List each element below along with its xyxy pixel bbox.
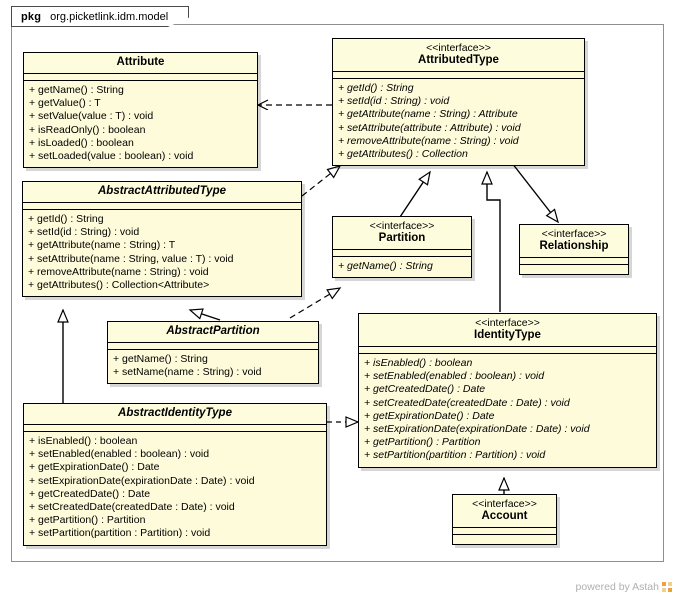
operation: + setName(name : String) : void — [113, 366, 262, 379]
operation: + setPartition(partition : Partition) : … — [29, 527, 211, 540]
package-name: org.picketlink.idm.model — [50, 10, 169, 23]
operation: + getExpirationDate() : Date — [364, 409, 495, 422]
operations-compartment — [453, 535, 556, 544]
operation: + getAttributes() : Collection<Attribute… — [28, 279, 210, 292]
operation: + setLoaded(value : boolean) : void — [29, 150, 194, 163]
class-header: Attribute — [24, 53, 257, 74]
class-box-abstractidentitytype[interactable]: AbstractIdentityType + isEnabled() : boo… — [23, 403, 327, 546]
operation: + setId(id : String) : void — [28, 226, 140, 239]
operation: + isEnabled() : boolean — [29, 435, 138, 447]
operation: + setId(id : String) : void — [338, 95, 450, 108]
operations-compartment: + getName() : String + setName(name : St… — [108, 350, 318, 384]
class-name: Attribute — [116, 56, 165, 68]
class-stereotype: <<interface>> — [369, 220, 435, 232]
operation: + getAttributes() : Collection — [338, 148, 468, 161]
class-header: <<interface>> Partition — [333, 217, 471, 250]
class-name: AbstractIdentityType — [118, 407, 232, 419]
class-header: <<interface>> Account — [453, 495, 556, 528]
class-stereotype: <<interface>> — [426, 42, 491, 54]
attributes-compartment — [333, 72, 584, 79]
class-name: IdentityType — [474, 329, 541, 341]
operation: + setEnabled(enabled : boolean) : void — [364, 370, 545, 383]
class-box-attribute[interactable]: Attribute + getName() : String + getValu… — [23, 52, 258, 169]
class-name: AttributedType — [418, 54, 499, 66]
operation: + setValue(value : T) : void — [29, 110, 154, 123]
operation: + getName() : String — [338, 260, 433, 272]
operation: + getName() : String — [113, 353, 208, 365]
operation: + setExpirationDate(expirationDate : Dat… — [364, 423, 590, 436]
class-box-abstractattributedtype[interactable]: AbstractAttributedType + getId() : Strin… — [22, 181, 302, 298]
class-header: AbstractPartition — [108, 322, 318, 343]
watermark: powered by Astah — [576, 581, 672, 593]
attributes-compartment — [359, 347, 656, 354]
astah-logo-icon — [662, 582, 672, 592]
attributes-compartment — [333, 250, 471, 257]
operation: + setAttribute(attribute : Attribute) : … — [338, 121, 521, 134]
class-header: <<interface>> IdentityType — [359, 314, 656, 347]
operation: + getAttribute(name : String) : Attribut… — [338, 108, 518, 121]
class-box-abstractpartition[interactable]: AbstractPartition + getName() : String +… — [107, 321, 319, 385]
operation: + getExpirationDate() : Date — [29, 461, 160, 474]
attributes-compartment — [23, 203, 301, 210]
class-name: Relationship — [539, 240, 609, 252]
class-name: AbstractAttributedType — [98, 185, 226, 197]
class-stereotype: <<interface>> — [475, 317, 540, 329]
class-box-attributedtype[interactable]: <<interface>> AttributedType + getId() :… — [332, 38, 585, 167]
operation: + getValue() : T — [29, 97, 101, 110]
operations-compartment: + getId() : String + setId(id : String) … — [333, 79, 584, 166]
operation: + isEnabled() : boolean — [364, 357, 473, 369]
operations-compartment: + getName() : String — [333, 257, 471, 278]
operation: + setCreatedDate(createdDate : Date) : v… — [364, 396, 570, 409]
package-tab: pkg org.picketlink.idm.model — [11, 6, 190, 27]
operation: + getCreatedDate() : Date — [29, 487, 151, 500]
watermark-text: powered by Astah — [575, 581, 659, 593]
operation: + getAttribute(name : String) : T — [28, 239, 176, 252]
attributes-compartment — [453, 528, 556, 535]
class-name: AbstractPartition — [166, 325, 260, 337]
class-name: Partition — [378, 232, 426, 244]
operation: + getName() : String — [29, 84, 124, 96]
class-header: <<interface>> AttributedType — [333, 39, 584, 72]
attributes-compartment — [24, 74, 257, 81]
operations-compartment — [520, 265, 628, 274]
operation: + removeAttribute(name : String) : void — [28, 265, 209, 278]
attributes-compartment — [520, 258, 628, 265]
operation: + removeAttribute(name : String) : void — [338, 134, 519, 147]
operations-compartment: + isEnabled() : boolean + setEnabled(ena… — [359, 354, 656, 467]
operation: + getPartition() : Partition — [364, 436, 481, 449]
class-header: <<interface>> Relationship — [520, 225, 628, 258]
operation: + isReadOnly() : boolean — [29, 123, 146, 136]
operations-compartment: + isEnabled() : boolean + setEnabled(ena… — [24, 432, 326, 545]
class-box-account[interactable]: <<interface>> Account — [452, 494, 557, 545]
class-box-relationship[interactable]: <<interface>> Relationship — [519, 224, 629, 275]
operations-compartment: + getId() : String + setId(id : String) … — [23, 210, 301, 297]
operation: + setAttribute(name : String, value : T)… — [28, 252, 234, 265]
operation: + getId() : String — [28, 213, 104, 225]
operation: + getId() : String — [338, 82, 414, 94]
operation: + isLoaded() : boolean — [29, 136, 134, 149]
class-box-identitytype[interactable]: <<interface>> IdentityType + isEnabled()… — [358, 313, 657, 468]
class-box-partition[interactable]: <<interface>> Partition + getName() : St… — [332, 216, 472, 279]
operation: + setCreatedDate(createdDate : Date) : v… — [29, 501, 235, 514]
operation: + getCreatedDate() : Date — [364, 383, 486, 396]
attributes-compartment — [24, 425, 326, 432]
operations-compartment: + getName() : String + getValue() : T + … — [24, 81, 257, 168]
operation: + setPartition(partition : Partition) : … — [364, 449, 546, 462]
class-name: Account — [481, 510, 528, 522]
class-header: AbstractIdentityType — [24, 404, 326, 425]
package-keyword: pkg — [21, 10, 42, 23]
class-stereotype: <<interface>> — [472, 498, 537, 510]
class-header: AbstractAttributedType — [23, 182, 301, 203]
operation: + setExpirationDate(expirationDate : Dat… — [29, 474, 255, 487]
operation: + getPartition() : Partition — [29, 514, 146, 527]
class-stereotype: <<interface>> — [541, 228, 607, 240]
operation: + setEnabled(enabled : boolean) : void — [29, 448, 210, 461]
attributes-compartment — [108, 343, 318, 350]
